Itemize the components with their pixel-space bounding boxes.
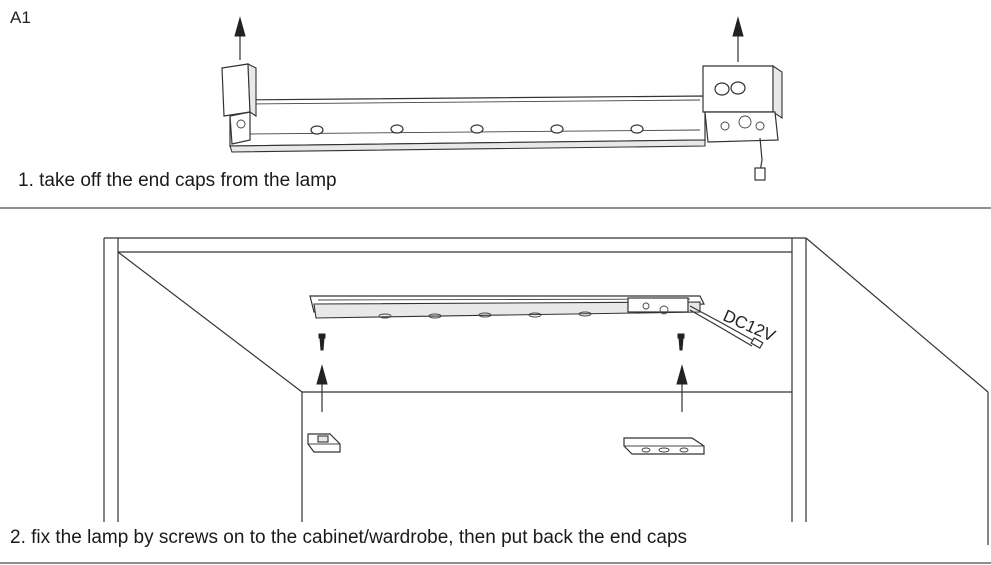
step1-caption: 1. take off the end caps from the lamp xyxy=(18,170,337,191)
step1-lamp xyxy=(221,16,783,181)
up-arrow-icon xyxy=(676,364,688,412)
up-arrow-icon xyxy=(316,364,328,412)
left-end-cap xyxy=(221,63,257,145)
step1-led-row xyxy=(310,124,644,135)
up-arrow-icon xyxy=(234,16,246,60)
right-end-cap xyxy=(702,64,783,181)
step2-caption: 2. fix the lamp by screws on to the cabi… xyxy=(10,527,688,548)
left-mounting-clip xyxy=(307,433,341,453)
step2-lamp xyxy=(309,295,764,349)
up-arrow-icon xyxy=(732,16,744,62)
screw-icon xyxy=(677,333,685,351)
step2-led-row xyxy=(378,311,592,319)
right-mounting-clip xyxy=(623,437,705,455)
figure-label: A1 xyxy=(10,8,31,27)
cabinet-outline xyxy=(103,237,989,545)
screw-icon xyxy=(318,333,326,351)
